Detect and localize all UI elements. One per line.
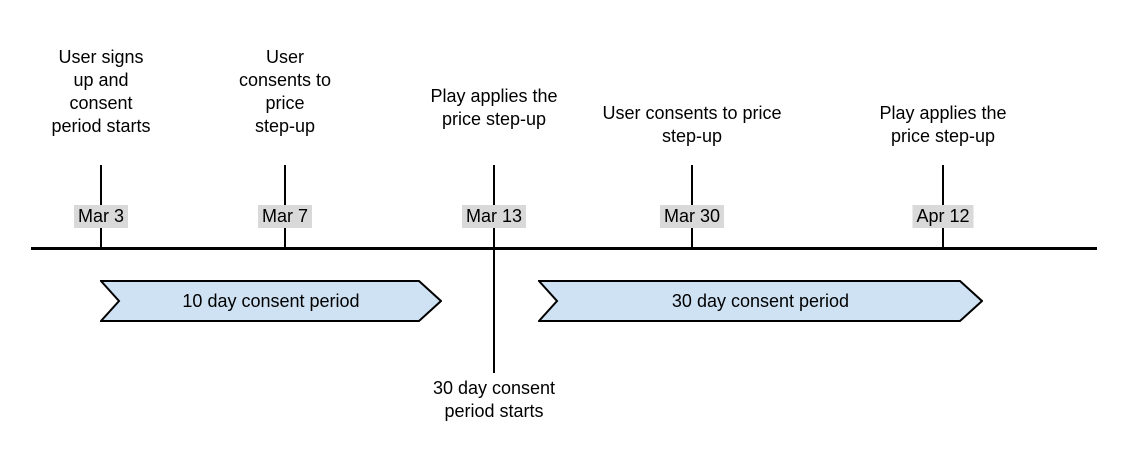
chevron-arrow-shape	[538, 280, 983, 322]
date-badge-mar-13: Mar 13	[461, 205, 527, 228]
note-30-day-period-starts: 30 day consent period starts	[432, 378, 556, 421]
date-badge-mar-30: Mar 30	[659, 205, 725, 228]
consent-period-ribbon-10-day: 10 day consent period	[100, 280, 442, 322]
event-label-mar-7: User consents to price step-up	[238, 47, 332, 136]
event-label-apr-12: Play applies the price step-up	[879, 103, 1007, 146]
event-label-mar-13: Play applies the price step-up	[430, 86, 558, 129]
date-badge-apr-12: Apr 12	[912, 205, 974, 228]
event-label-mar-3: User signs up and consent period starts	[51, 47, 151, 136]
timeline-axis	[31, 247, 1097, 250]
event-tick-mar-13	[493, 165, 495, 373]
event-label-mar-30: User consents to price step-up	[602, 103, 782, 146]
date-badge-mar-3: Mar 3	[73, 205, 129, 228]
consent-period-ribbon-30-day-label: 30 day consent period	[671, 290, 850, 311]
date-badge-mar-7: Mar 7	[257, 205, 313, 228]
consent-period-ribbon-10-day-label: 10 day consent period	[182, 290, 360, 311]
consent-period-ribbon-30-day: 30 day consent period	[538, 280, 983, 322]
chevron-arrow-shape	[100, 280, 442, 322]
